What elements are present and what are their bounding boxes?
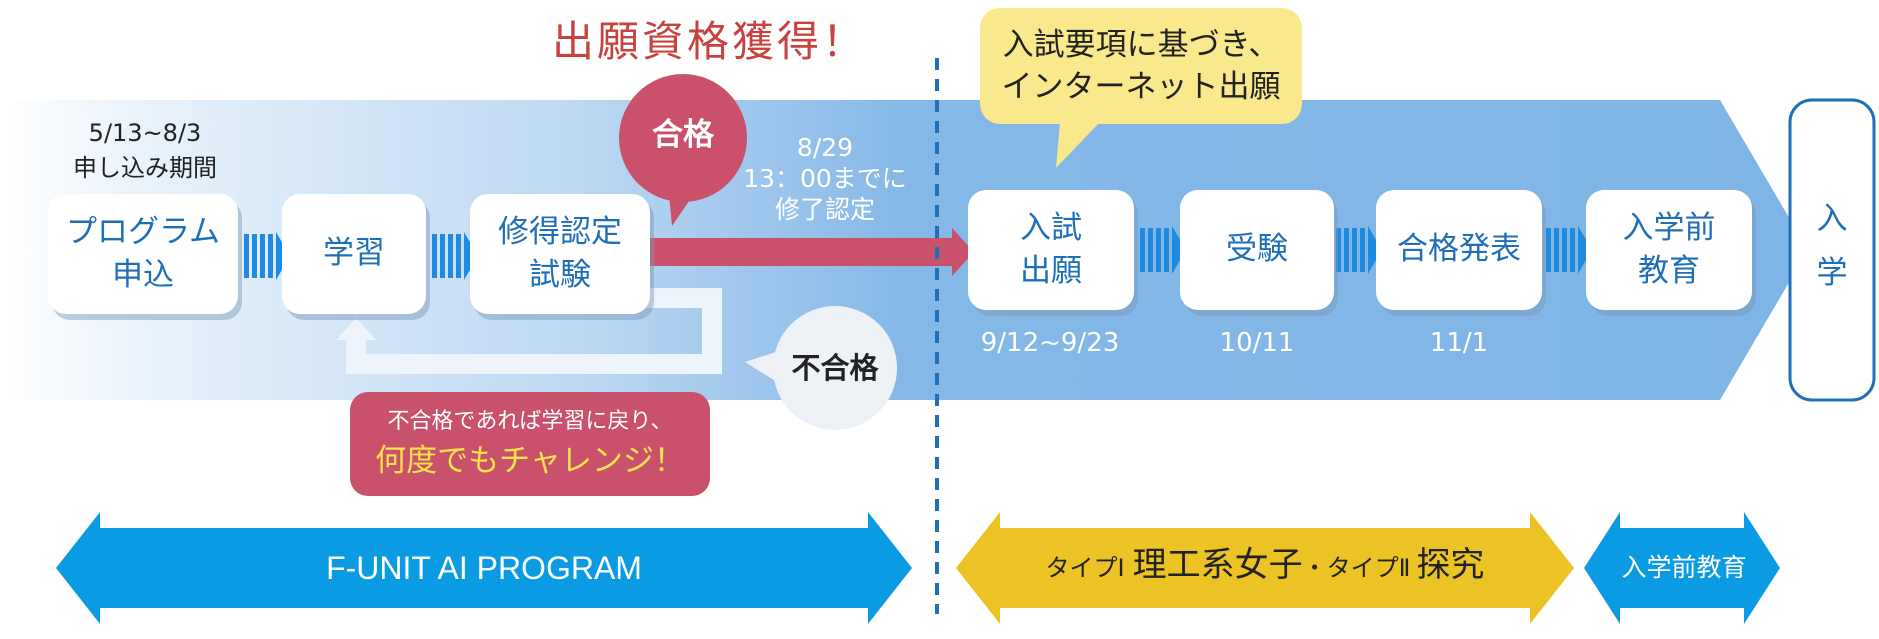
step-pre-entry-line2: 教育 [1638,253,1700,289]
chevron-connector-5 [1546,226,1592,274]
pass-arrow [650,228,974,276]
chevron-connector-4 [1336,226,1382,274]
step-results: 合格発表 [1376,190,1542,310]
headline: 出願資格獲得！ [552,17,868,66]
fail-badge-shape [745,306,897,430]
retry-note-line1: 不合格であれば学習に戻り、 [387,409,673,434]
enrollment-char-1: 入 [1816,201,1848,237]
step-pre-entry-line1: 入学前 [1622,209,1716,246]
chevron-connector-3 [1140,226,1186,274]
entry-callout-shape [980,8,1302,168]
deadline-time: 13：00までに [743,164,907,193]
step-take-exam: 受験 [1180,190,1334,310]
retry-note-box [350,392,710,496]
types-separator: ・ [1302,554,1327,582]
phase-program-label: F-UNIT AI PROGRAM [326,550,642,586]
fail-badge-label: 不合格 [791,351,879,385]
entry-callout-line1: 入試要項に基づき、 [1002,27,1280,63]
step-study-label: 学習 [323,235,385,272]
apply-period-dates: 5/13~8/3 [88,119,202,147]
entry-callout-line2: インターネット出願 [1001,69,1281,105]
step-program-apply-line1: プログラム [65,213,221,250]
deadline-action: 修了認定 [774,195,875,224]
step-take-exam-label: 受験 [1226,231,1288,268]
phase-preentry-arrow [1584,512,1780,624]
step-program-apply: プログラム 申込 [48,194,238,314]
types-main-2: 探究 [1416,545,1485,585]
types-main-1: 理工系女子 [1132,545,1303,585]
types-prefix-1: タイプ [1045,554,1118,582]
step-program-apply-line2: 申込 [111,257,174,293]
date-exam-application: 9/12~9/23 [980,328,1120,358]
phase-types-arrow [956,512,1574,624]
step-certification-line2: 試験 [529,257,591,293]
types-numeral-1: Ⅰ [1117,554,1125,582]
fail-loop-arrow [346,288,722,374]
date-results: 11/1 [1429,328,1489,358]
enrollment-box [1788,98,1876,402]
step-certification-line1: 修得認定 [498,213,622,250]
step-exam-application-line2: 出願 [1020,253,1082,289]
step-pre-entry-education: 入学前 教育 [1586,190,1752,310]
date-take-exam: 10/11 [1219,328,1295,358]
step-certification-exam: 修得認定 試験 [470,194,650,314]
enrollment-char-2: 学 [1816,255,1848,291]
deadline-date: 8/29 [796,133,854,162]
phase-preentry-label: 入学前教育 [1621,553,1747,582]
types-prefix-2: タイプ [1326,554,1399,582]
step-study: 学習 [282,194,426,314]
step-exam-application-line1: 入試 [1020,209,1082,246]
step-results-label: 合格発表 [1397,231,1521,268]
retry-note-line2: 何度でもチャレンジ！ [375,443,685,479]
types-numeral-2: Ⅱ [1398,554,1411,582]
phase-program-arrow [56,512,912,624]
apply-period-label: 申し込み期間 [73,154,217,182]
step-exam-application: 入試 出願 [968,190,1134,310]
pass-badge-shape [619,74,747,226]
pass-badge-label: 合格 [652,117,714,153]
